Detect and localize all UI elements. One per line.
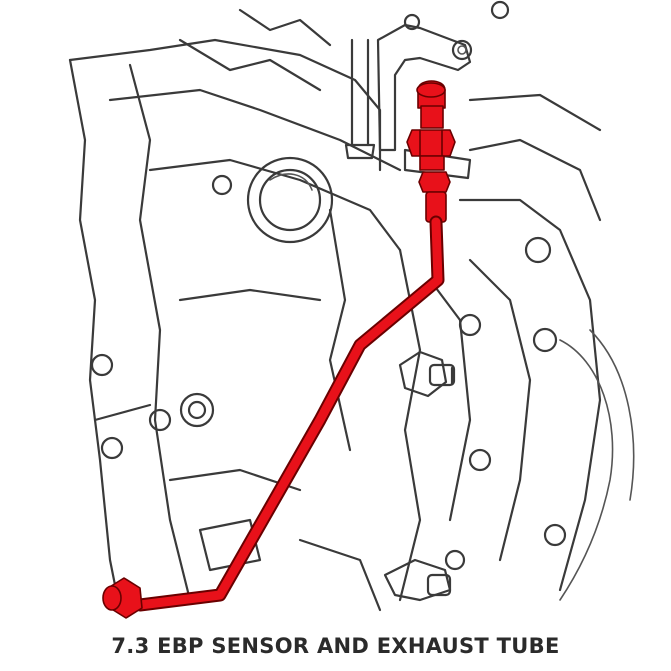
exhaust-tube [102,171,451,619]
hex-plug [398,350,456,398]
lower-fitting [383,558,452,602]
engine-block-outline [68,8,635,612]
ebp-sensor [406,80,456,171]
figure-caption: 7.3 EBP SENSOR AND EXHAUST TUBE [111,634,560,658]
vertical-pipe [344,38,376,160]
bolts [90,0,567,571]
circular-port [246,156,334,244]
